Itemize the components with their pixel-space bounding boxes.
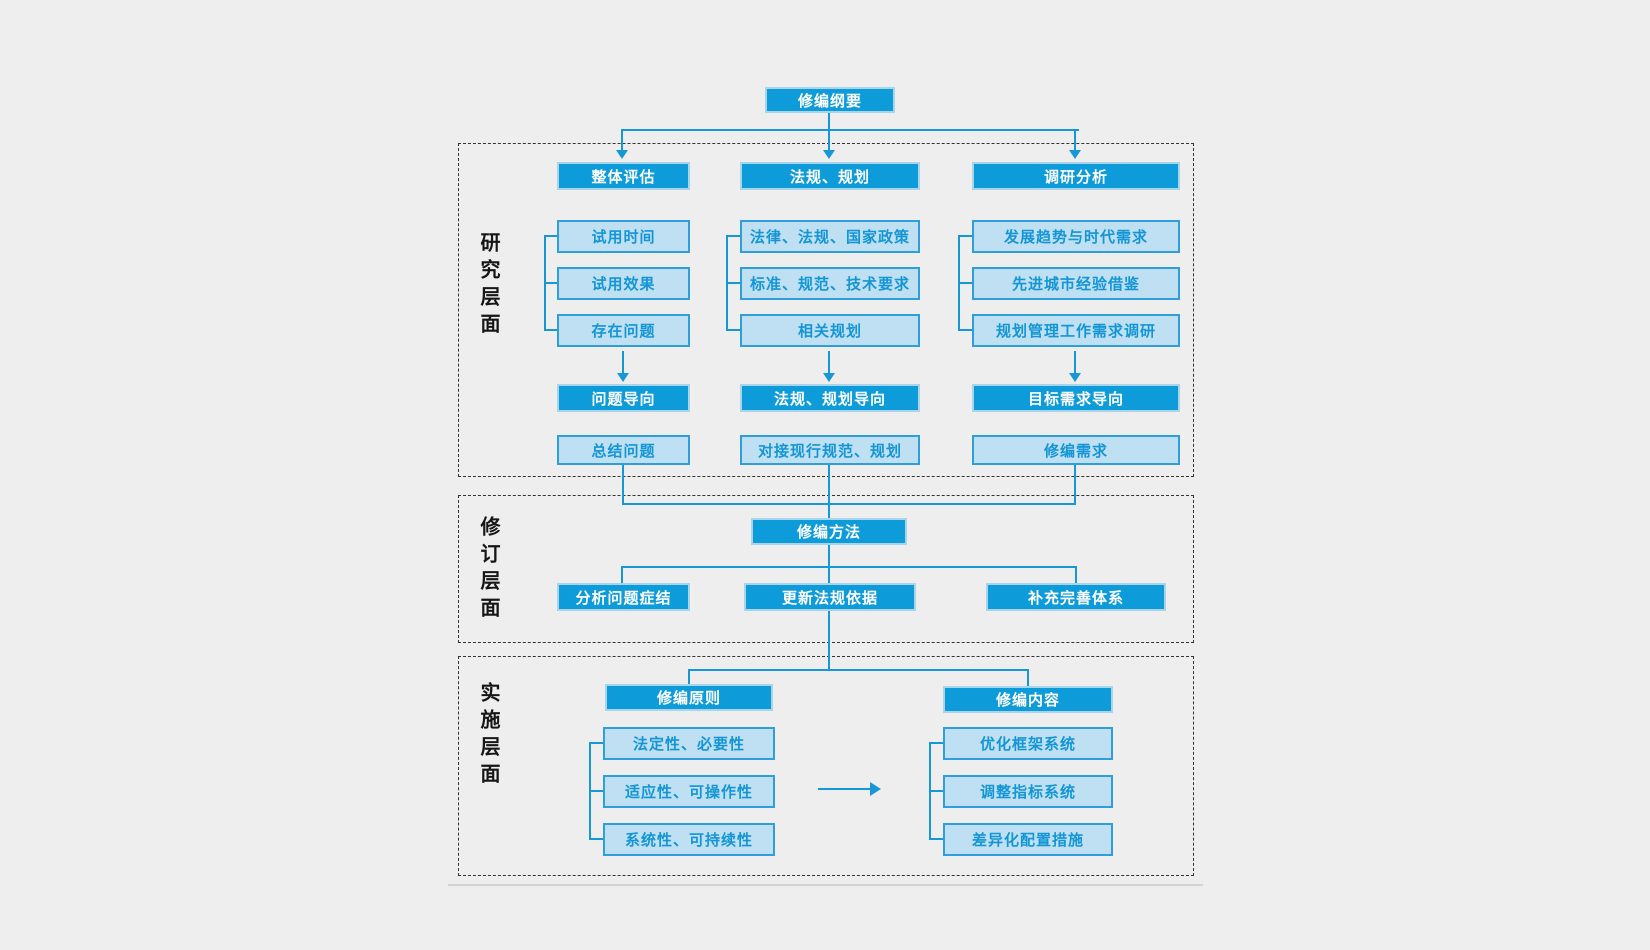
header-research-analysis: 调研分析 xyxy=(972,162,1180,190)
arrow-down-icon xyxy=(617,373,629,382)
content-item: 优化框架系统 xyxy=(943,727,1113,760)
arrow-down-icon xyxy=(1069,150,1081,159)
principle-item: 法定性、必要性 xyxy=(603,727,775,760)
content-item: 调整指标系统 xyxy=(943,775,1113,808)
bracket-line xyxy=(726,282,740,284)
orientation-box: 目标需求导向 xyxy=(972,384,1180,412)
bracket-line xyxy=(929,742,943,744)
bracket-line xyxy=(929,838,943,840)
header-overall-evaluation: 整体评估 xyxy=(557,162,690,190)
arrow-down-icon xyxy=(616,150,628,159)
connector-line xyxy=(828,351,830,374)
research-item: 发展趋势与时代需求 xyxy=(972,220,1180,253)
connector-line xyxy=(1027,671,1029,686)
revision-item: 分析问题症结 xyxy=(557,583,690,611)
bracket-line xyxy=(929,790,943,792)
research-item: 试用时间 xyxy=(557,220,690,253)
connector-line xyxy=(621,568,623,583)
arrow-right-icon xyxy=(870,782,881,796)
result-box: 对接现行规范、规划 xyxy=(740,435,920,465)
connector-line xyxy=(828,113,830,152)
arrow-down-icon xyxy=(1069,373,1081,382)
bracket-line xyxy=(958,235,972,237)
connector-line xyxy=(688,669,1029,671)
bracket-line xyxy=(726,235,740,237)
research-item: 法律、法规、国家政策 xyxy=(740,220,920,253)
connector-line xyxy=(621,566,1077,568)
connector-line xyxy=(828,611,830,669)
connector-line xyxy=(621,129,1079,131)
connector-line xyxy=(622,465,624,505)
bracket-line xyxy=(544,235,557,237)
bracket-line xyxy=(589,742,603,744)
principles-header: 修编原则 xyxy=(605,684,773,711)
connector-line xyxy=(688,671,690,684)
revision-item: 补充完善体系 xyxy=(986,583,1166,611)
revision-item: 更新法规依据 xyxy=(744,583,916,611)
content-item: 差异化配置措施 xyxy=(943,823,1113,856)
result-box: 修编需求 xyxy=(972,435,1180,465)
bracket-line xyxy=(544,329,557,331)
connector-line xyxy=(622,351,624,374)
principle-item: 系统性、可持续性 xyxy=(603,823,775,856)
research-item: 先进城市经验借鉴 xyxy=(972,267,1180,300)
research-item: 存在问题 xyxy=(557,314,690,347)
arrow-down-icon xyxy=(823,150,835,159)
bracket-line xyxy=(589,790,603,792)
title-box: 修编纲要 xyxy=(765,87,895,113)
section-research xyxy=(458,143,1194,477)
section-label-revision: 修订层面 xyxy=(477,516,501,624)
section-implementation xyxy=(458,656,1194,876)
header-regulations-planning: 法规、规划 xyxy=(740,162,920,190)
connector-line xyxy=(621,131,623,150)
connector-line xyxy=(828,545,830,583)
connector-line xyxy=(1074,131,1076,150)
connector-line xyxy=(1074,465,1076,505)
bracket-line xyxy=(958,282,972,284)
bracket-line xyxy=(544,282,557,284)
connector-line xyxy=(622,503,1076,505)
research-item: 试用效果 xyxy=(557,267,690,300)
contents-header: 修编内容 xyxy=(943,686,1113,713)
connector-line xyxy=(1074,351,1076,374)
bracket-line xyxy=(726,329,740,331)
method-box: 修编方法 xyxy=(751,518,907,545)
connector-line xyxy=(828,465,830,518)
connector-line xyxy=(1075,568,1077,583)
orientation-box: 问题导向 xyxy=(557,384,690,412)
section-label-implementation: 实施层面 xyxy=(477,682,501,790)
research-item: 标准、规范、技术要求 xyxy=(740,267,920,300)
connector-line xyxy=(818,788,870,790)
slide-edge-line xyxy=(448,884,1203,886)
arrow-down-icon xyxy=(823,373,835,382)
bracket-line xyxy=(958,329,972,331)
result-box: 总结问题 xyxy=(557,435,690,465)
bracket-line xyxy=(589,838,603,840)
section-revision xyxy=(458,495,1194,643)
section-label-research: 研究层面 xyxy=(477,232,501,340)
principle-item: 适应性、可操作性 xyxy=(603,775,775,808)
research-item: 相关规划 xyxy=(740,314,920,347)
orientation-box: 法规、规划导向 xyxy=(740,384,920,412)
research-item: 规划管理工作需求调研 xyxy=(972,314,1180,347)
